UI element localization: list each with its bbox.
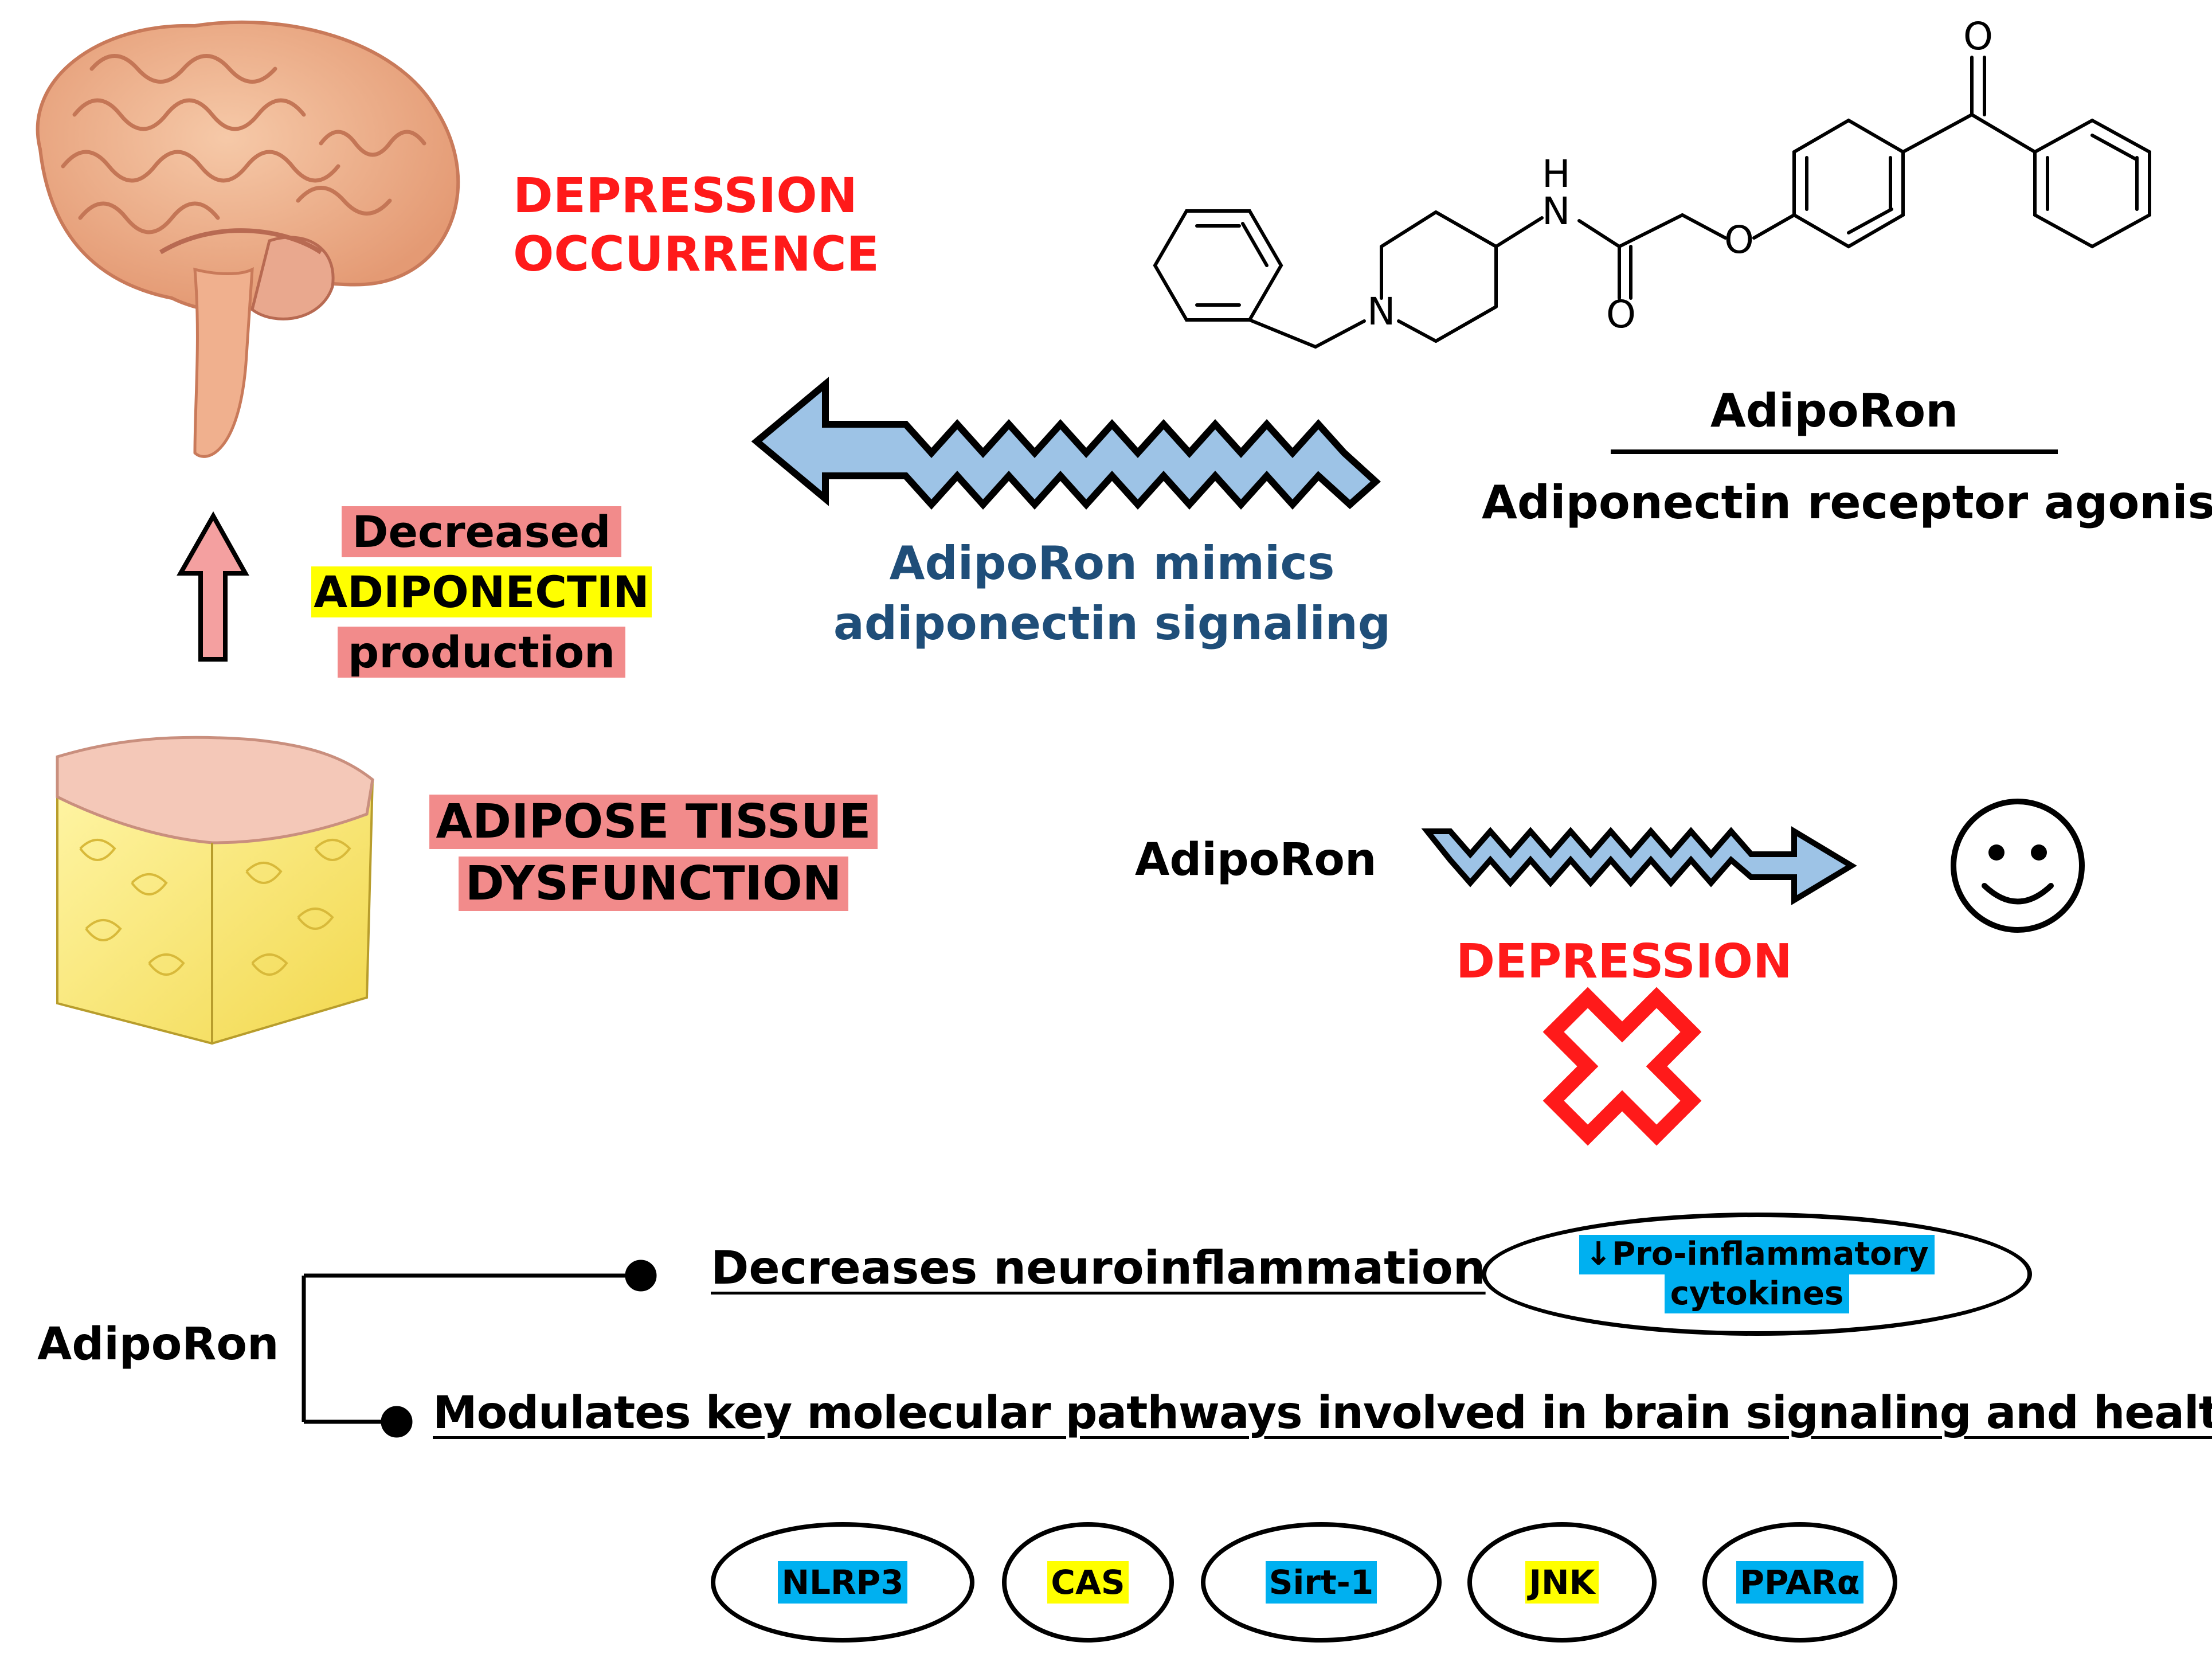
atom-n-amide: N xyxy=(1542,189,1571,233)
smiley-face-icon xyxy=(1951,799,2085,933)
zigzag-arrow-left xyxy=(751,377,1381,510)
pathway-cas-label: CAS xyxy=(1047,1561,1129,1604)
bottom-drug-label: AdipoRon xyxy=(37,1319,279,1370)
pathway-sirt1-label: Sirt-1 xyxy=(1265,1561,1377,1604)
red-x-icon xyxy=(1542,987,1702,1146)
mimic-caption-line1: AdipoRon mimics xyxy=(889,537,1335,590)
pathway-nlrp3: NLRP3 xyxy=(711,1522,974,1643)
pathway-ppara-label: PPARα xyxy=(1736,1561,1863,1604)
pathway-jnk: JNK xyxy=(1467,1522,1657,1643)
pathway-nlrp3-label: NLRP3 xyxy=(778,1561,907,1604)
pathway-sirt1: Sirt-1 xyxy=(1201,1522,1442,1643)
branch-neuroinflammation: Decreases neuroinflammation xyxy=(711,1241,1486,1295)
cytokines-line2: cytokines xyxy=(1664,1274,1850,1313)
up-arrow-icon xyxy=(177,511,249,662)
pathway-cas: CAS xyxy=(1002,1522,1174,1643)
branch-connector xyxy=(302,1260,657,1438)
molecule-description: Adiponectin receptor agonist xyxy=(1482,476,2212,529)
branch-molecular-pathways: Modulates key molecular pathways involve… xyxy=(433,1387,2212,1439)
mimic-caption-line2: adiponectin signaling xyxy=(833,597,1391,650)
adiponectin-line: ADIPONECTIN xyxy=(311,566,652,617)
atom-o-amide: O xyxy=(1606,292,1636,337)
production-line: production xyxy=(337,627,626,678)
depression-label: DEPRESSION xyxy=(1456,934,1792,989)
adipose-dysfunction-label: ADIPOSE TISSUE DYSFUNCTION xyxy=(413,791,894,915)
cytokines-ellipse: ↓Pro-inflammatory cytokines xyxy=(1482,1213,2032,1336)
molecule-name: AdipoRon xyxy=(1710,384,1959,437)
adipose-tissue-cube xyxy=(56,736,374,1045)
adipose-line1: ADIPOSE TISSUE xyxy=(429,795,878,849)
effect-drug-label: AdipoRon xyxy=(1135,834,1377,886)
atom-n-piperidine: N xyxy=(1367,290,1396,334)
adipose-line2: DYSFUNCTION xyxy=(458,857,849,911)
decreased-line: Decreased xyxy=(342,506,621,557)
depression-occurrence-line1: DEPRESSION xyxy=(513,167,858,224)
decreased-adiponectin-label: Decreased ADIPONECTIN production xyxy=(292,502,671,682)
pathway-ppara: PPARα xyxy=(1702,1522,1897,1643)
depression-occurrence-line2: OCCURRENCE xyxy=(513,226,879,283)
cytokines-line1: ↓Pro-inflammatory xyxy=(1579,1235,1935,1274)
pathway-jnk-label: JNK xyxy=(1525,1561,1599,1604)
atom-o-ketone: O xyxy=(1963,14,1993,58)
zigzag-arrow-right xyxy=(1421,826,1857,905)
adiporon-structure xyxy=(1153,56,2151,349)
brain-illustration xyxy=(36,20,460,458)
atom-o-ether: O xyxy=(1724,218,1754,262)
mimic-caption: AdipoRon mimics adiponectin signaling xyxy=(831,533,1393,654)
atom-h-amide: H xyxy=(1542,152,1571,196)
depression-occurrence-label: DEPRESSION OCCURRENCE xyxy=(513,166,879,284)
